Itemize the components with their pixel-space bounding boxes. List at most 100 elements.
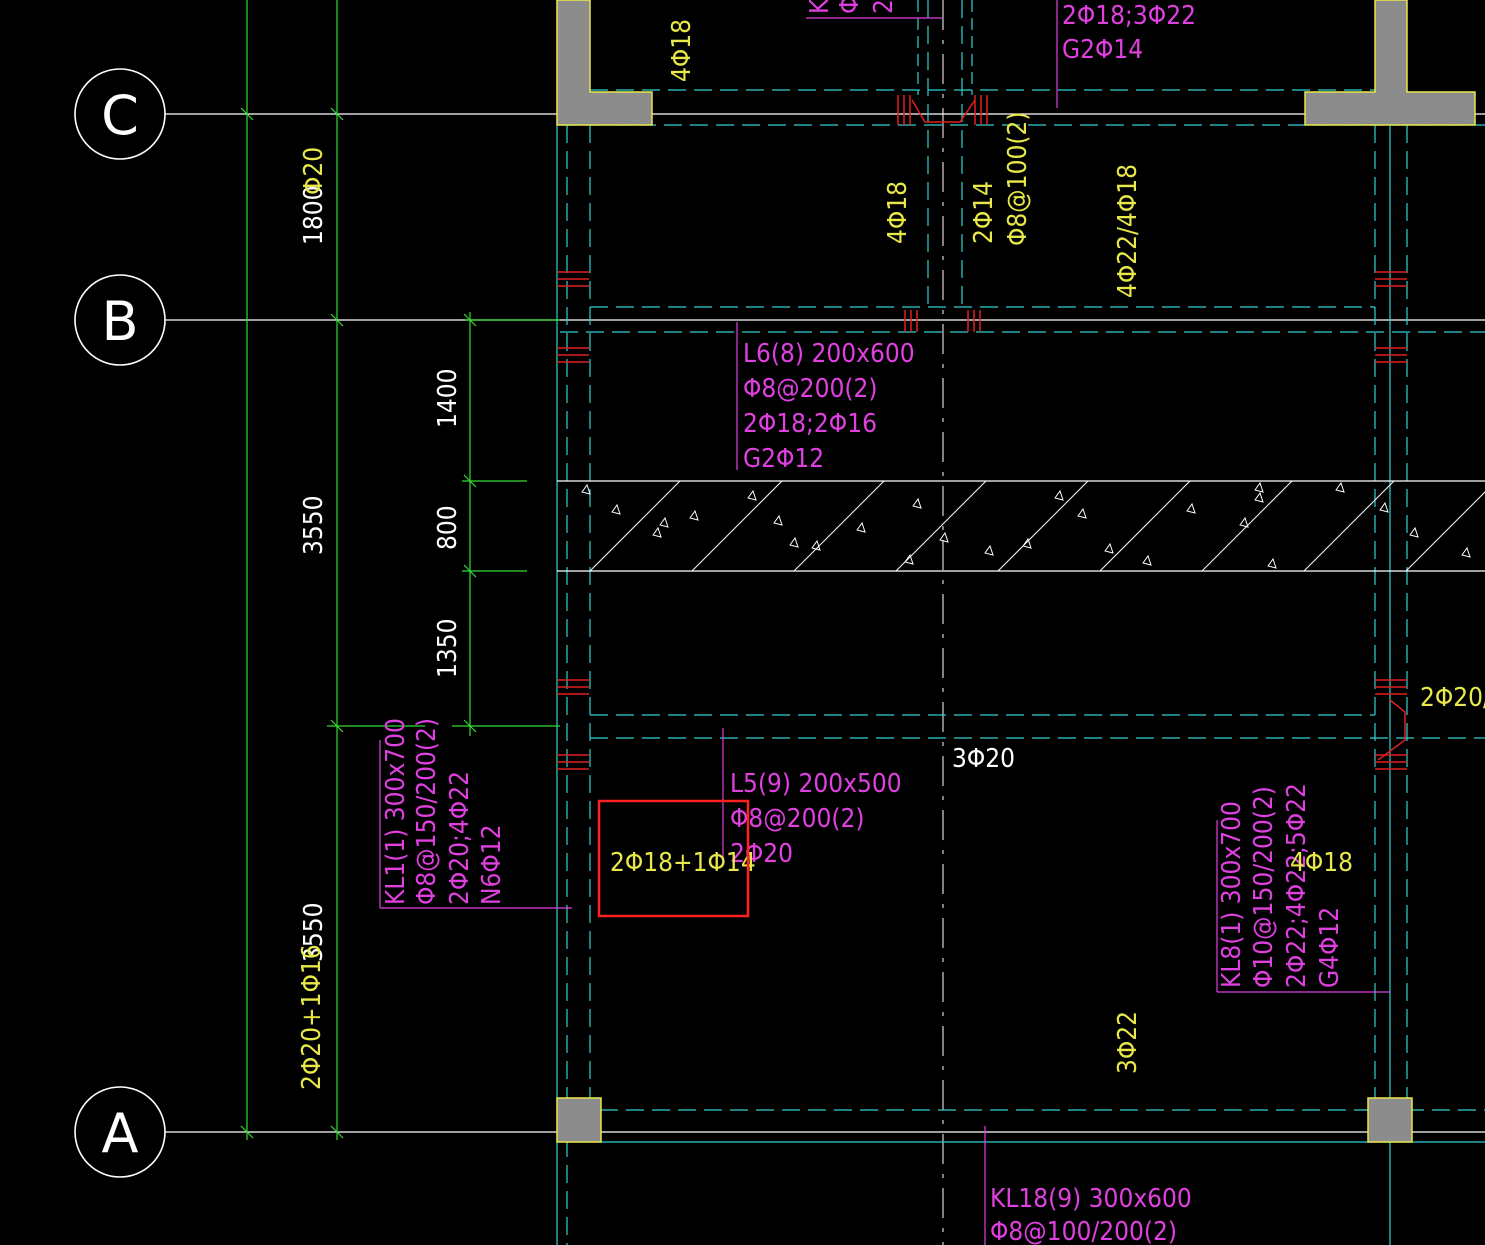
- aggregate-mark: [1335, 481, 1345, 493]
- beam-label-kl1: KL1(1) 300x700 Φ8@150/200(2) 2Φ20;4Φ22 N…: [381, 718, 507, 905]
- aggregate-mark: [1461, 546, 1471, 558]
- column-bottom-right: [1367, 1097, 1413, 1143]
- aggregate-mark: [904, 553, 914, 565]
- rebar-2phi20-right: 2Φ20/: [1420, 683, 1485, 713]
- rebar-label-top: 2Φ18;3Φ22 G2Φ14: [1062, 1, 1196, 65]
- axis-lines: [165, 0, 1485, 1245]
- hatch-line: [895, 480, 987, 572]
- hatched-slab: [557, 480, 1485, 572]
- aggregate-mark: [1267, 557, 1277, 569]
- aggregate-mark: [811, 539, 821, 551]
- hatch-line: [1099, 480, 1191, 572]
- beam-label-top-partial: K Φ 2: [805, 0, 899, 14]
- svg-text:2Φ18;2Φ16: 2Φ18;2Φ16: [743, 409, 877, 439]
- beam-label-kl8: KL8(1) 300x700 Φ10@150/200(2) 2Φ22;4Φ22;…: [1217, 783, 1345, 988]
- aggregate-mark: [789, 536, 799, 548]
- svg-text:A: A: [102, 1102, 139, 1165]
- hatch-line: [997, 480, 1089, 572]
- svg-text:L5(9) 200x500: L5(9) 200x500: [730, 769, 902, 799]
- rebar-4phi18-bottom: 4Φ18: [1290, 848, 1353, 878]
- hatch-line: [1405, 491, 1485, 572]
- leader-lines: [379, 0, 1390, 1245]
- aggregate-mark: [659, 516, 669, 528]
- hatch-line: [1201, 480, 1293, 572]
- hatch-line: [793, 480, 885, 572]
- aggregate-mark: [912, 497, 922, 509]
- dim-3550-top: 3550: [299, 495, 329, 555]
- svg-text:L6(8) 200x600: L6(8) 200x600: [743, 339, 915, 369]
- dim-1400: 1400: [433, 368, 463, 428]
- hatch-line: [691, 480, 783, 572]
- aggregate-mark: [747, 489, 757, 501]
- aggregate-mark: [1186, 502, 1196, 514]
- column-bottom-left: [556, 1097, 602, 1143]
- svg-text:2Φ18;3Φ22: 2Φ18;3Φ22: [1062, 1, 1196, 31]
- rebar-2phi14-mid: 2Φ14: [969, 181, 999, 244]
- svg-text:Φ8@150/200(2): Φ8@150/200(2): [412, 718, 442, 905]
- rebar-labels: 4Φ18 4Φ18 2Φ14 Φ8@100(2) 4Φ22/4Φ18 2Φ18+…: [610, 19, 1485, 1074]
- svg-text:2Φ20: 2Φ20: [730, 839, 793, 869]
- aggregate-mark: [1054, 489, 1064, 501]
- svg-text:KL1(1) 300x700: KL1(1) 300x700: [381, 718, 411, 905]
- hatch-line: [589, 480, 681, 572]
- axis-bubble-c: C: [74, 68, 166, 160]
- svg-text:2Φ20;4Φ22: 2Φ20;4Φ22: [445, 771, 475, 905]
- rebar-3phi22: 3Φ22: [1113, 1011, 1143, 1074]
- aggregate-mark: [1022, 537, 1032, 549]
- svg-text:KL18(9) 300x600: KL18(9) 300x600: [990, 1184, 1192, 1214]
- svg-text:Φ8@200(2): Φ8@200(2): [743, 374, 877, 404]
- svg-text:B: B: [101, 290, 138, 353]
- rebar-2phi20-1phi16: 2Φ20+1Φ16: [297, 944, 327, 1090]
- rebar-2phi18-1phi14: 2Φ18+1Φ14: [610, 848, 756, 878]
- hatch-line: [1303, 480, 1395, 572]
- dimension-texts: 1800 Φ20 3550 3550 1400 800 1350 2Φ20+1Φ…: [297, 147, 463, 1090]
- aggregate-mark: [1142, 554, 1152, 566]
- beam-label-l6: L6(8) 200x600 Φ8@200(2) 2Φ18;2Φ16 G2Φ12: [743, 339, 915, 474]
- svg-text:G2Φ12: G2Φ12: [743, 444, 824, 474]
- rebar-4phi22-4phi18: 4Φ22/4Φ18: [1113, 164, 1143, 298]
- stirrup-marks: [557, 95, 1407, 770]
- rebar-phi8-100-mid: Φ8@100(2): [1003, 112, 1033, 246]
- svg-text:G4Φ12: G4Φ12: [1315, 907, 1345, 988]
- svg-text:N6Φ12: N6Φ12: [477, 824, 507, 905]
- dim-phi20: Φ20: [299, 147, 329, 195]
- svg-text:G2Φ14: G2Φ14: [1062, 35, 1143, 65]
- svg-text:Φ: Φ: [835, 0, 865, 14]
- svg-text:2Φ22;4Φ22;5Φ22: 2Φ22;4Φ22;5Φ22: [1282, 783, 1312, 988]
- svg-text:2: 2: [869, 0, 899, 14]
- aggregate-mark: [773, 514, 783, 526]
- aggregate-mark: [1379, 501, 1389, 513]
- dimension-lines: [240, 0, 560, 1140]
- dim-3550-bottom: 3550: [299, 902, 329, 962]
- rebar-4phi18-top: 4Φ18: [667, 19, 697, 82]
- aggregate-mark: [1239, 516, 1249, 528]
- svg-text:KL8(1) 300x700: KL8(1) 300x700: [1217, 801, 1247, 988]
- aggregate-mark: [611, 503, 621, 515]
- aggregate-mark: [984, 544, 994, 556]
- dim-800: 800: [433, 505, 463, 550]
- aggregate-mark: [856, 521, 866, 533]
- axis-bubble-a: A: [74, 1086, 166, 1178]
- aggregate-mark: [581, 483, 591, 495]
- columns: [556, 0, 1476, 1143]
- beam-label-kl18: KL18(9) 300x600 Φ8@100/200(2): [990, 1184, 1192, 1245]
- aggregate-mark: [1254, 481, 1264, 493]
- aggregate-mark: [939, 531, 949, 543]
- svg-text:Φ10@150/200(2): Φ10@150/200(2): [1249, 786, 1279, 988]
- column-top-left: [556, 0, 653, 126]
- highlight-box: [597, 799, 750, 918]
- column-top-right: [1304, 0, 1476, 126]
- dim-1800: 1800: [299, 185, 329, 245]
- aggregate-mark: [1104, 542, 1114, 554]
- aggregate-mark: [1409, 526, 1419, 538]
- dim-1350: 1350: [433, 618, 463, 678]
- aggregate-mark: [689, 509, 699, 521]
- rebar-3phi20: 3Φ20: [952, 744, 1015, 774]
- beam-label-l5: L5(9) 200x500 Φ8@200(2) 2Φ20: [730, 769, 902, 869]
- aggregate-mark: [1254, 491, 1264, 503]
- svg-text:C: C: [101, 84, 139, 147]
- svg-text:Φ8@200(2): Φ8@200(2): [730, 804, 864, 834]
- svg-text:Φ8@100/200(2): Φ8@100/200(2): [990, 1217, 1177, 1245]
- aggregate-mark: [1077, 507, 1087, 519]
